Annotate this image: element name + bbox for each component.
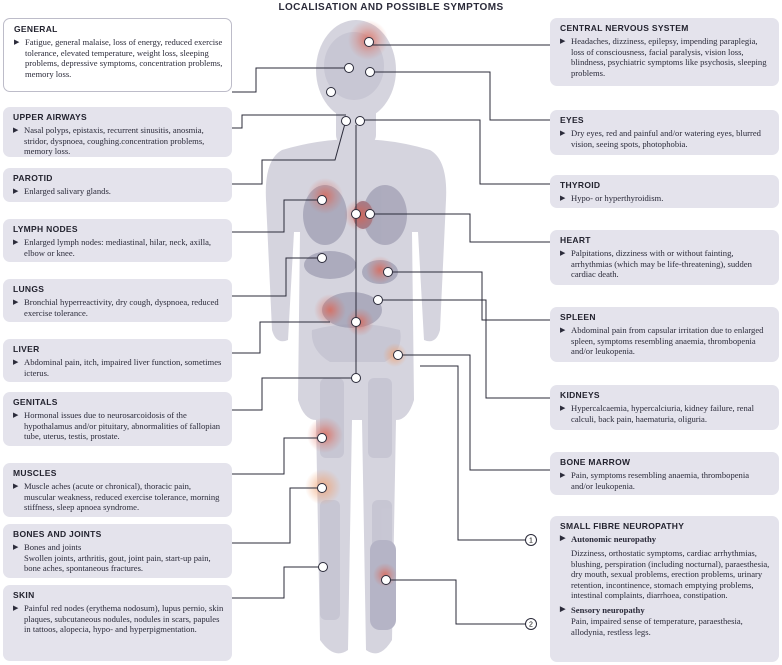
panel-heart: HEART ▶Palpitations, dizziness with or w… <box>550 230 779 285</box>
sfn-markers: 1 2 <box>525 534 537 630</box>
panel-title: MUSCLES <box>13 468 57 478</box>
connector-lines <box>232 44 550 625</box>
panel-text: ▶Bones and joints <box>13 542 82 552</box>
panel-title: LIVER <box>13 344 40 354</box>
panel-lungs: LUNGS ▶Bronchial hyperreactivity, dry co… <box>3 279 232 322</box>
panel-skin: SKIN ▶Painful red nodes (erythema nodosu… <box>3 585 232 661</box>
panel-text: ▶Hormonal issues due to neurosarcoidosis… <box>13 410 221 442</box>
panel-text: ▶Palpitations, dizziness with or without… <box>560 248 752 280</box>
panel-muscles: MUSCLES ▶Muscle aches (acute or chronica… <box>3 463 232 517</box>
panel-text: ▶Painful red nodes (erythema nodosum), l… <box>13 603 224 635</box>
liver-organ <box>304 251 356 279</box>
autonomic-text: Dizziness, orthostatic symptoms, cardiac… <box>571 548 770 601</box>
panel-text: ▶Muscle aches (acute or chronical), thor… <box>13 481 220 513</box>
panel-title: BONE MARROW <box>560 457 631 467</box>
panel-title: LUNGS <box>13 284 45 294</box>
panel-text: ▶Headaches, dizziness, epilepsy, impendi… <box>560 36 767 78</box>
marker-1 <box>525 534 537 546</box>
panel-title: GENERAL <box>14 24 58 34</box>
autonomic-heading: ▶Autonomic neuropathy <box>560 534 657 544</box>
panel-text: ▶Abdominal pain from capsular irritation… <box>560 325 764 357</box>
right-lung <box>363 185 407 245</box>
sensory-heading: ▶Sensory neuropathy <box>560 604 645 615</box>
panel-text: ▶Hypercalcaemia, hypercalciuria, kidney … <box>560 403 754 424</box>
panel-cns: CENTRAL NERVOUS SYSTEM ▶Headaches, dizzi… <box>550 18 779 86</box>
panel-title: BONES AND JOINTS <box>13 529 102 539</box>
hotspot-dots <box>317 37 403 585</box>
panel-genitals: GENITALS ▶Hormonal issues due to neurosa… <box>3 392 232 446</box>
panel-title: UPPER AIRWAYS <box>13 112 87 122</box>
panel-bones-joints: BONES AND JOINTS ▶Bones and joints Swoll… <box>3 524 232 578</box>
panel-text: ▶Enlarged lymph nodes: mediastinal, hila… <box>13 237 212 258</box>
panel-title: EYES <box>560 115 584 125</box>
panel-text: ▶Bronchial hyperreactivity, dry cough, d… <box>13 297 219 318</box>
panel-text: ▶Pain, symptoms resembling anaemia, thro… <box>560 470 750 491</box>
panel-title: PAROTID <box>13 173 53 183</box>
panel-upper-airways: UPPER AIRWAYS ▶Nasal polyps, epistaxis, … <box>3 107 232 157</box>
panel-eyes: EYES ▶Dry eyes, red and painful and/or w… <box>550 110 779 155</box>
panel-text: ▶Abdominal pain, itch, impaired liver fu… <box>13 357 222 378</box>
diagram-title: LOCALISATION AND POSSIBLE SYMPTOMS <box>278 2 504 13</box>
panel-kidneys: KIDNEYS ▶Hypercalcaemia, hypercalciuria,… <box>550 385 779 430</box>
panel-small-fibre-neuropathy: SMALL FIBRE NEUROPATHY ▶Autonomic neurop… <box>550 516 779 662</box>
sensory-text: Pain, impaired sense of temperature, par… <box>571 615 743 637</box>
panel-thyroid: THYROID ▶Hypo- or hyperthyroidism. <box>550 175 779 208</box>
panel-text-2: Swollen joints, arthritis, gout, joint p… <box>24 552 211 574</box>
panel-text: ▶Fatigue, general malaise, loss of energ… <box>14 37 223 79</box>
marker-1-label: 1 <box>529 538 533 545</box>
marker-2 <box>525 618 537 630</box>
panel-text: ▶Enlarged salivary glands. <box>13 186 111 196</box>
panel-liver: LIVER ▶Abdominal pain, itch, impaired li… <box>3 339 232 382</box>
panel-lymph-nodes: LYMPH NODES ▶Enlarged lymph nodes: media… <box>3 219 232 262</box>
panel-text: ▶Dry eyes, red and painful and/or wateri… <box>560 128 761 149</box>
panel-general: GENERAL ▶Fatigue, general malaise, loss … <box>3 18 232 92</box>
panel-title: SKIN <box>13 590 35 600</box>
panel-title: HEART <box>560 235 591 245</box>
panel-bone-marrow: BONE MARROW ▶Pain, symptoms resembling a… <box>550 452 779 495</box>
panel-title: CENTRAL NERVOUS SYSTEM <box>560 23 689 33</box>
marker-2-label: 2 <box>529 622 533 629</box>
panel-text: ▶Nasal polyps, epistaxis, recurrent sinu… <box>13 125 205 157</box>
panel-spleen: SPLEEN ▶Abdominal pain from capsular irr… <box>550 307 779 362</box>
panel-title: SPLEEN <box>560 312 596 322</box>
panel-title: KIDNEYS <box>560 390 600 400</box>
panel-title: SMALL FIBRE NEUROPATHY <box>560 521 685 531</box>
panel-title: LYMPH NODES <box>13 224 78 234</box>
panel-title: THYROID <box>560 180 601 190</box>
panel-text: ▶Hypo- or hyperthyroidism. <box>560 193 664 203</box>
panel-parotid: PAROTID ▶Enlarged salivary glands. <box>3 168 232 202</box>
panel-title: GENITALS <box>13 397 58 407</box>
